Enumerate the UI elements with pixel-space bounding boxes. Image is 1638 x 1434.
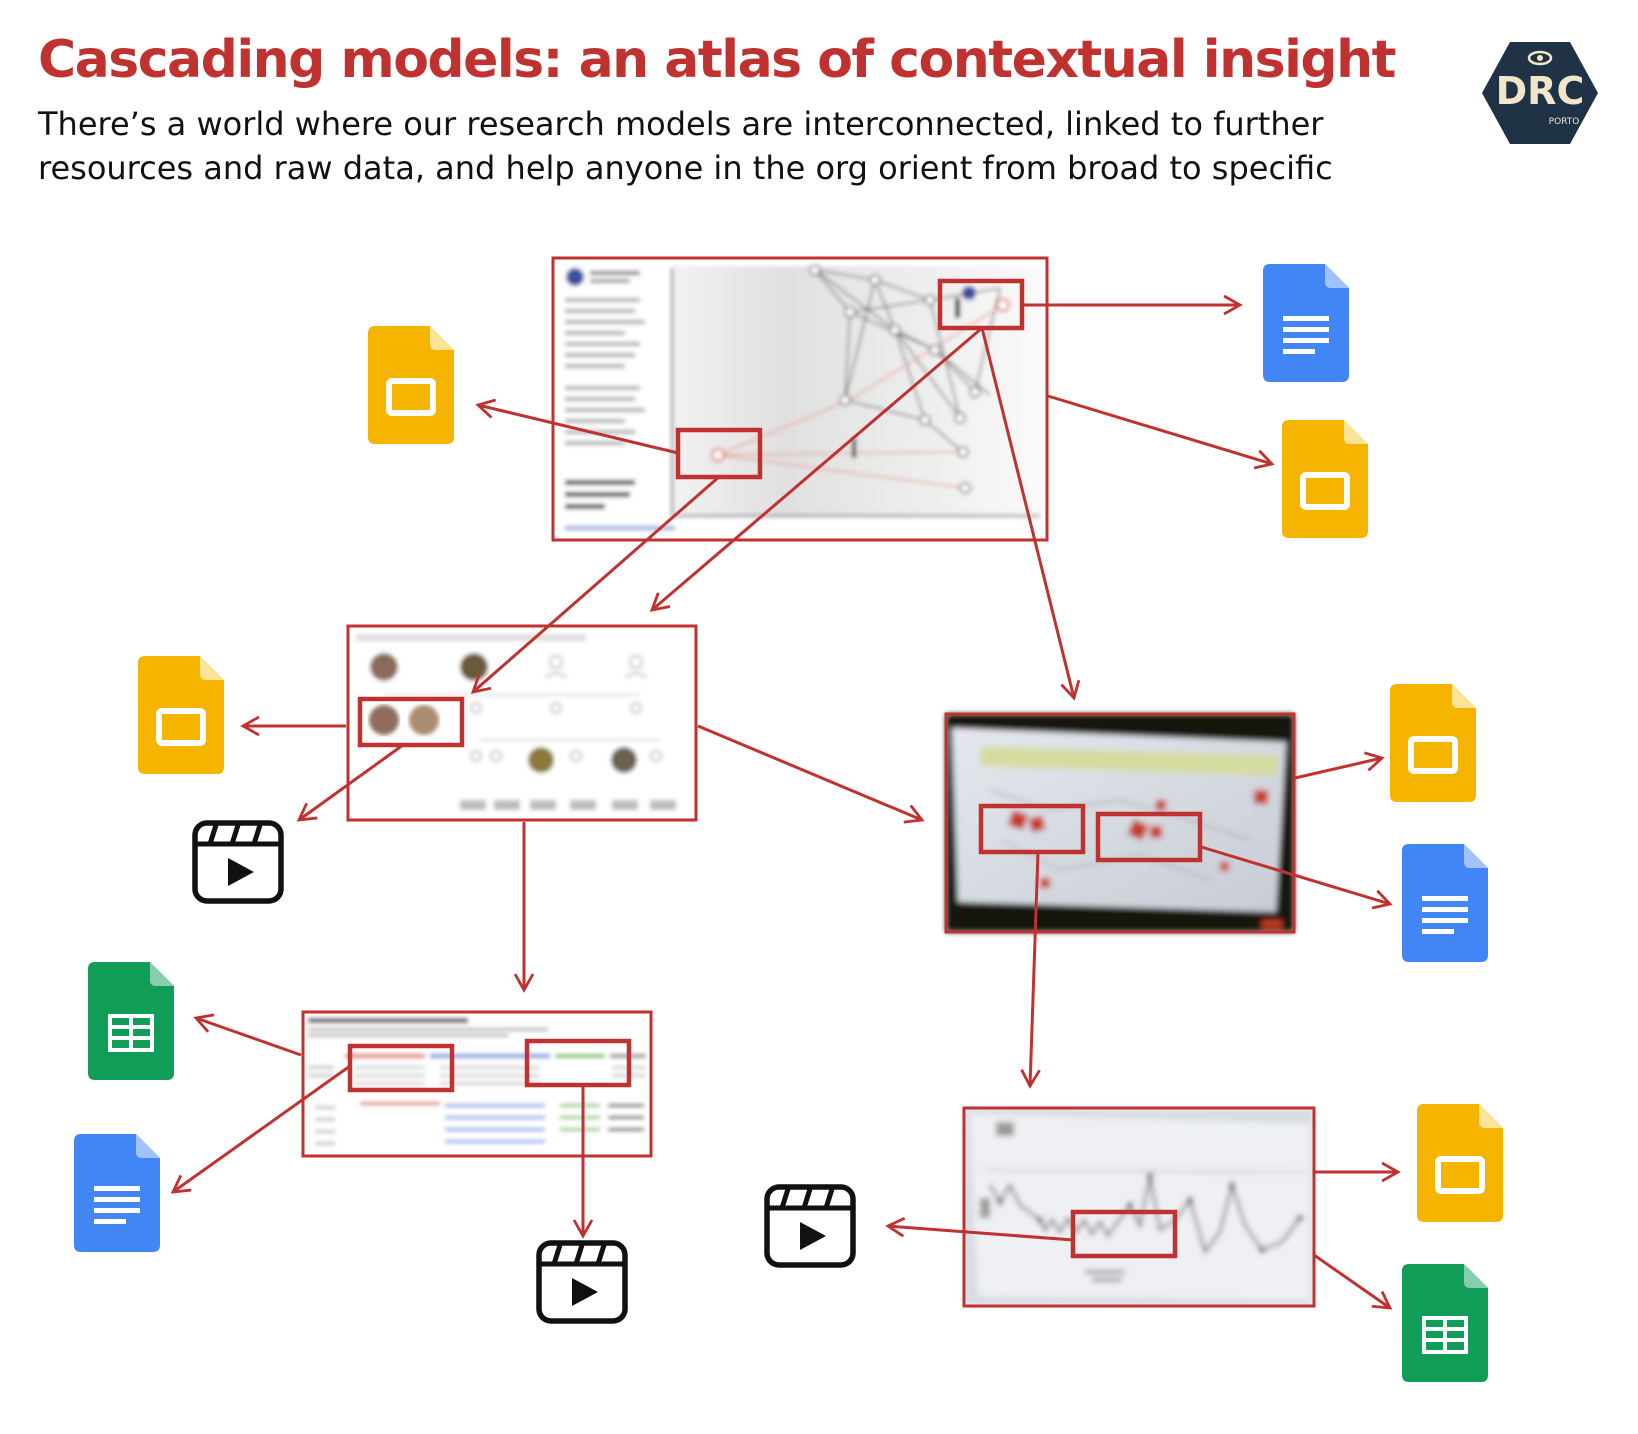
logo-subtext: PORTO bbox=[1549, 117, 1580, 127]
sheets-icon[interactable] bbox=[88, 962, 174, 1080]
slides-icon[interactable] bbox=[138, 656, 224, 774]
docs-icon[interactable] bbox=[1263, 264, 1349, 382]
focus-box[interactable] bbox=[1095, 811, 1203, 863]
focus-box[interactable] bbox=[347, 1043, 455, 1093]
docs-icon[interactable] bbox=[74, 1134, 160, 1252]
connector-arrows bbox=[170, 294, 1401, 1310]
journey-wall-photo-model[interactable] bbox=[962, 1106, 1316, 1308]
video-icon[interactable] bbox=[767, 1187, 853, 1265]
logo-text: DRC bbox=[1496, 69, 1585, 113]
focus-box[interactable] bbox=[524, 1038, 632, 1088]
docs-icon[interactable] bbox=[1402, 844, 1488, 962]
slides-icon[interactable] bbox=[1282, 420, 1368, 538]
video-icon[interactable] bbox=[195, 823, 281, 901]
project-lifecycle-table-model[interactable] bbox=[301, 1010, 653, 1158]
slides-icon[interactable] bbox=[1390, 684, 1476, 802]
page-title: Cascading models: an atlas of contextual… bbox=[38, 30, 1397, 90]
publishing-landscape-model[interactable] bbox=[551, 256, 1049, 542]
page-subtitle: There’s a world where our research model… bbox=[38, 105, 1333, 187]
video-icon[interactable] bbox=[539, 1243, 625, 1321]
eye-icon bbox=[1527, 50, 1553, 66]
workshop-wall-photo-model[interactable] bbox=[944, 712, 1296, 934]
sheets-icon[interactable] bbox=[1402, 1264, 1488, 1382]
construction-team-hierarchy-model[interactable] bbox=[346, 624, 698, 822]
focus-box[interactable] bbox=[978, 803, 1086, 855]
focus-box[interactable] bbox=[357, 696, 465, 748]
drc-logo: DRC PORTO bbox=[1482, 42, 1598, 144]
slides-icon[interactable] bbox=[368, 326, 454, 444]
slides-icon[interactable] bbox=[1417, 1104, 1503, 1222]
focus-box[interactable] bbox=[1070, 1209, 1178, 1259]
